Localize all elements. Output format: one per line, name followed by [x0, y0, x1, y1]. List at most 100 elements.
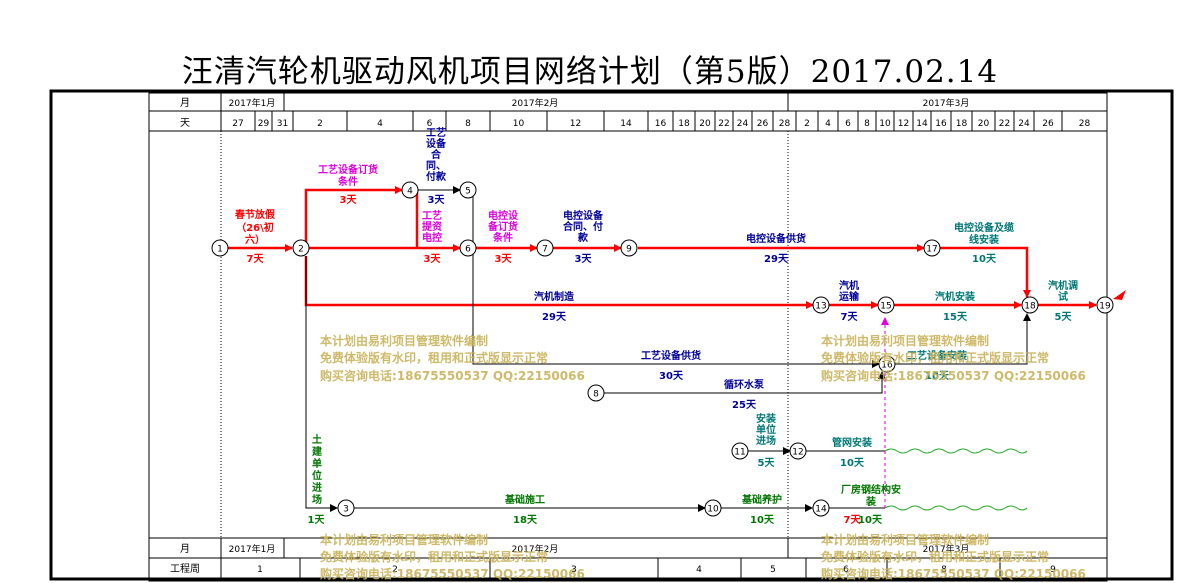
day-label: 16	[935, 119, 947, 129]
node-label-7: 7	[542, 245, 548, 255]
task-label-6a: 电控设备	[563, 209, 604, 222]
task-duration-17: 10天	[840, 457, 865, 469]
day-label: 18	[678, 119, 690, 129]
node-circle-3	[337, 499, 355, 517]
task-label-8a: 电控设备及缆	[954, 221, 1014, 234]
task-duration-19: 18天	[513, 514, 538, 526]
watermark-d1: 本计划由易利项目管理软件编制	[821, 532, 989, 547]
node-circle-17	[923, 239, 941, 257]
task-label-1b: （26\初	[236, 221, 274, 234]
day-label: 6	[427, 119, 433, 129]
day-label: 8	[864, 119, 870, 129]
task-duration-2: 3天	[340, 194, 358, 206]
arrow-16-18	[895, 313, 1031, 365]
task-label-18d: 位	[312, 469, 322, 482]
task-duration-21: 10天	[858, 514, 883, 526]
day-label: 6	[845, 119, 851, 129]
watermark-a3: 购买咨询电话:18675550537 QQ:22150066	[320, 368, 585, 383]
task-label-9: 汽机制造	[534, 290, 575, 303]
header-month-feb: 2017年2月	[512, 97, 559, 109]
footer-week-8: 8	[941, 565, 947, 575]
task-label-16a: 安装	[756, 412, 776, 425]
day-label: 22	[999, 119, 1010, 129]
day-label: 27	[232, 119, 243, 129]
task-label-6c: 款	[578, 231, 589, 244]
day-label: 22	[718, 119, 729, 129]
footer-month-mar: 2017年3月	[923, 543, 970, 555]
watermark-c2: 免费体验版有水印，租用和正式版显示正常	[320, 549, 548, 564]
day-label: 16	[655, 119, 667, 129]
task-label-10b: 运输	[839, 290, 860, 303]
node-circle-12	[789, 442, 807, 460]
node-label-19: 19	[1099, 302, 1111, 312]
task-label-3b: 设备	[426, 137, 447, 150]
node-label-17: 17	[926, 245, 937, 255]
task-label-12a: 汽机调	[1048, 279, 1078, 292]
task-duration-12: 5天	[1055, 311, 1073, 323]
node-label-16: 16	[881, 361, 893, 371]
arrow-8-16	[604, 371, 886, 394]
footer-month-label: 月	[180, 543, 190, 555]
task-label-5a: 电控设	[488, 209, 518, 222]
task-label-4b: 提资	[422, 220, 442, 233]
watermarks: 本计划由易利项目管理软件编制 免费体验版有水印，租用和正式版显示正常 购买咨询电…	[320, 333, 1086, 581]
watermark-a2: 免费体验版有水印，租用和正式版显示正常	[320, 350, 548, 365]
task-label-10a: 汽机	[839, 279, 859, 292]
node-circle-10	[704, 499, 722, 517]
task-label-18e: 进	[312, 481, 322, 494]
task-label-18b: 建	[311, 445, 323, 458]
day-label: 24	[1018, 119, 1030, 129]
task-label-1: 春节放假	[235, 208, 276, 221]
node-label-2: 2	[298, 245, 304, 255]
watermark-d3: 购买咨询电话:18675550537 QQ:22150066	[821, 566, 1086, 581]
node-circle-19	[1096, 296, 1114, 314]
arrow-2-4	[304, 186, 403, 248]
finish-flag-icon	[1113, 290, 1126, 300]
critical-path	[228, 186, 1097, 309]
task-duration-14: 10天	[925, 370, 950, 382]
footer-week-label: 工程周	[170, 563, 200, 575]
day-label: 8	[465, 119, 471, 129]
task-label-21a: 厂房钢结构安	[841, 483, 901, 496]
node-circle-6	[459, 239, 477, 257]
footer-week-5: 5	[770, 565, 776, 575]
day-label: 24	[737, 119, 749, 129]
arrow-17-18	[940, 246, 1031, 298]
task-label-18a: 土	[312, 433, 322, 446]
day-label: 28	[779, 119, 791, 129]
task-label-13: 工艺设备供货	[641, 349, 701, 362]
task-label-3a: 工艺	[426, 126, 446, 139]
task-label-18f: 场	[312, 493, 322, 506]
task-label-4a: 工艺	[422, 209, 442, 222]
task-duration-9: 29天	[542, 311, 567, 323]
footer-week-1: 1	[257, 565, 263, 575]
footer-week-9: 9	[1050, 565, 1056, 575]
node-label-10: 10	[707, 505, 719, 515]
day-label: 20	[699, 119, 711, 129]
header-grid	[149, 93, 1107, 132]
day-grid	[254, 111, 1063, 131]
node-circle-7	[536, 239, 554, 257]
day-label: 28	[1079, 119, 1091, 129]
footer-month-jan: 2017年1月	[229, 543, 276, 555]
task-label-6b: 合同、付	[562, 220, 603, 233]
node-label-9: 9	[626, 245, 632, 255]
task-label-3d: 同、	[426, 160, 446, 172]
day-label: 26	[1042, 119, 1054, 129]
node-circle-11	[731, 442, 749, 460]
node-label-8: 8	[593, 390, 599, 400]
node-label-4: 4	[407, 187, 413, 197]
task-duration-3: 3天	[428, 194, 446, 206]
header-month-jan: 2017年1月	[229, 97, 276, 109]
task-label-8b: 线安装	[969, 233, 999, 246]
node-circle-1	[211, 239, 229, 257]
task-label-2a: 工艺设备订货	[318, 163, 378, 176]
day-label: 12	[570, 119, 581, 129]
footer-week-4: 4	[696, 565, 702, 575]
watermark-d2: 免费体验版有水印，租用和正式版显示正常	[821, 549, 1049, 564]
task-label-11: 汽机安装	[935, 290, 975, 303]
task-label-4c: 电控	[422, 231, 442, 244]
task-label-21b: 装	[865, 495, 876, 508]
footer-month-feb: 2017年2月	[512, 543, 559, 555]
task-duration-10: 7天	[841, 311, 859, 323]
